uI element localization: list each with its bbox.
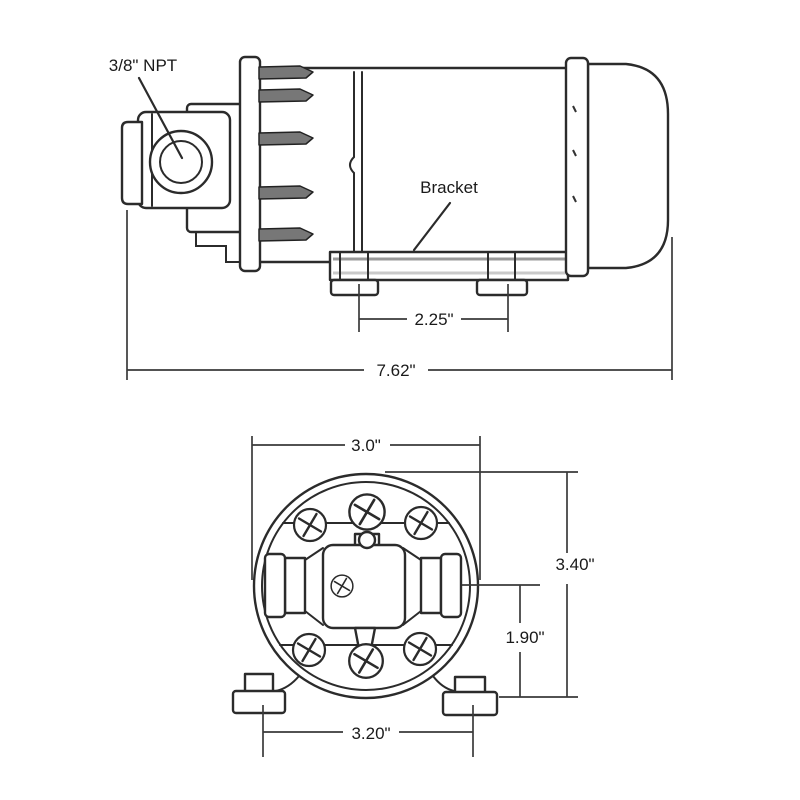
front-port-left <box>263 547 324 626</box>
bracket-label-group: Bracket <box>412 178 478 252</box>
center-screw-icon <box>330 574 354 598</box>
dim-front-port-height-text: 1.90" <box>505 628 544 647</box>
pump-body <box>254 66 570 264</box>
dim-overall-length-text: 7.62" <box>376 361 415 380</box>
dim-side-foot-spacing-text: 2.25" <box>414 310 453 329</box>
valve-housing-plate <box>238 55 262 273</box>
dim-front-foot-spacing-text: 3.20" <box>351 724 390 743</box>
screw-bottom-left-icon <box>291 632 327 668</box>
pump-side-view: 3/8" NPT Bracket 2.25" 7.62" <box>109 55 673 380</box>
dim-front-overall-height: 3.40" <box>385 471 595 698</box>
dim-front-width-text: 3.0" <box>351 436 381 455</box>
mounting-bracket-side <box>328 250 570 297</box>
dim-front-foot-spacing: 3.20" <box>262 705 474 757</box>
dim-side-foot-spacing: 2.25" <box>358 284 509 332</box>
screw-top-left-icon <box>292 507 328 543</box>
dim-front-overall-height-text: 3.40" <box>555 555 594 574</box>
front-foot-right <box>441 690 499 717</box>
pump-front-view: 3.0" 3.40" 1.90" 3.20" <box>231 436 595 757</box>
pump-head <box>120 110 232 210</box>
screw-top-right-icon <box>403 505 439 541</box>
front-port-right <box>402 547 463 626</box>
bracket-foot-right <box>475 278 529 297</box>
valve-housing-fins <box>258 65 314 242</box>
port-label-leader-line <box>137 76 184 160</box>
screw-bottom-right-icon <box>402 631 438 667</box>
dim-overall-length: 7.62" <box>126 210 673 380</box>
bracket-label: Bracket <box>420 178 478 197</box>
motor-flange <box>564 56 590 278</box>
front-foot-left-tab <box>243 672 275 694</box>
port-label-group: 3/8" NPT <box>109 56 184 160</box>
front-foot-left <box>231 689 287 715</box>
front-mounting-feet <box>231 672 499 717</box>
motor-end-cap <box>586 62 670 270</box>
top-pivot-circle <box>357 530 377 550</box>
screw-bottom-center-icon <box>347 642 385 680</box>
port-label: 3/8" NPT <box>109 56 177 75</box>
dim-front-width: 3.0" <box>251 436 481 580</box>
bracket-foot-left <box>329 278 380 297</box>
screw-top-center-icon <box>348 493 386 531</box>
inlet-port-inner-circle <box>159 140 203 184</box>
dim-front-port-height: 1.90" <box>462 584 545 697</box>
bracket-label-leader-line <box>412 201 452 252</box>
